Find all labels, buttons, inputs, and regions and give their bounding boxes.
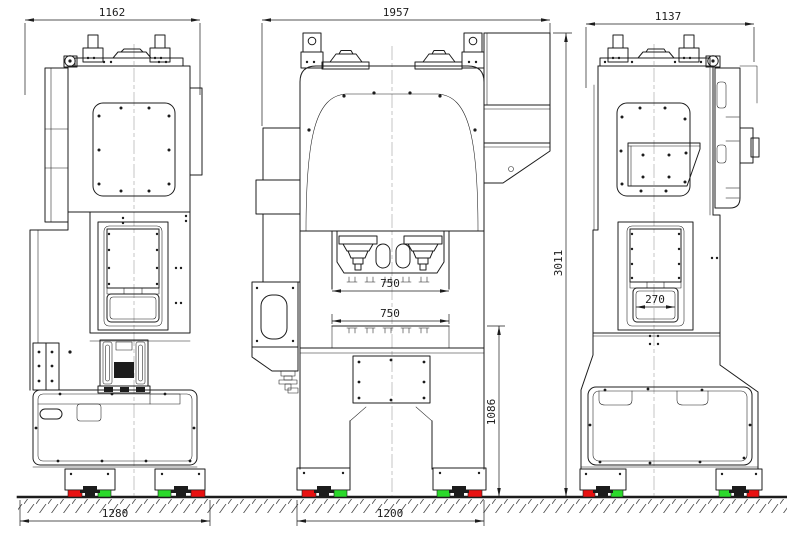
dimension-front-base-width: 1200	[296, 500, 485, 526]
machine-body	[299, 65, 485, 470]
side-mounted-box	[251, 127, 301, 394]
side-door	[714, 65, 760, 209]
lifting-lug	[300, 32, 324, 69]
machine-foot	[715, 468, 763, 498]
lifting-lug	[461, 32, 485, 69]
leveling-pad-red	[467, 489, 483, 498]
bolt-dots	[588, 387, 752, 465]
machine-foot	[579, 468, 627, 498]
bolt-dots	[357, 358, 426, 402]
discharge-chute	[483, 32, 551, 184]
leveling-pad-green	[157, 489, 172, 498]
bolt-dots	[307, 91, 477, 132]
dimension-window-width: 270	[636, 293, 675, 309]
dim-label: 1957	[383, 6, 410, 19]
dimensions: 1162 1957 1137 750 750	[19, 6, 755, 526]
dim-label: 1137	[655, 10, 682, 23]
side-window	[617, 221, 719, 346]
machine-foot	[64, 468, 116, 498]
crown-side-panel	[92, 102, 176, 197]
leveling-pad-red	[67, 489, 83, 498]
machine-body	[580, 65, 759, 470]
side-bracket	[32, 342, 72, 391]
bolster	[331, 325, 450, 349]
bed-panel	[352, 355, 431, 404]
leveling-pad-red	[190, 489, 206, 498]
leveling-pad-red	[582, 489, 596, 498]
base-panel	[32, 389, 198, 466]
left-side-view	[29, 34, 206, 498]
base-panel	[587, 386, 753, 466]
bolt-dots	[34, 392, 196, 463]
bolt-dots	[97, 106, 171, 193]
t-slot-marks	[346, 276, 430, 283]
dim-label: 1200	[377, 507, 404, 520]
crown-side-panel	[616, 102, 691, 197]
lifting-lug	[678, 34, 700, 63]
dimension-slide-width: 750	[332, 277, 449, 293]
dimension-left-base-width: 1280	[19, 500, 211, 526]
leveling-pad-red	[301, 489, 317, 498]
dim-label: 1280	[102, 507, 129, 520]
leveling-pad-green	[718, 489, 732, 498]
lifting-lug	[82, 34, 104, 63]
dimension-right-top-width: 1137	[585, 10, 755, 88]
leveling-pad-green	[610, 489, 624, 498]
dimension-front-top-width: 1957	[261, 6, 551, 126]
machine-foot	[154, 468, 206, 498]
dim-label: 750	[380, 277, 400, 290]
leveling-pad-green	[97, 489, 112, 498]
dimension-bed-height: 1086	[485, 325, 505, 497]
die-cushion	[97, 339, 151, 394]
machine-body	[29, 65, 203, 468]
right-side-view	[579, 34, 763, 498]
machine-foot	[296, 467, 351, 498]
front-view	[251, 32, 551, 498]
bolt-dots	[630, 232, 719, 346]
dim-label: 1086	[485, 399, 498, 426]
crown-top-plate	[599, 48, 711, 67]
bolt-dots	[107, 214, 188, 305]
slide-ram	[336, 230, 445, 283]
eye-bolt	[705, 55, 721, 68]
leveling-pad-green	[333, 489, 348, 498]
leveling-pad-red	[746, 489, 760, 498]
dimension-left-top-width: 1162	[24, 6, 201, 95]
inner-panel	[627, 142, 701, 187]
dimension-overall-height: 3011	[552, 32, 572, 497]
dimension-bolster-width: 750	[331, 307, 450, 324]
bolt-dots	[619, 106, 688, 193]
side-window	[97, 214, 188, 331]
drain-valve	[278, 370, 299, 394]
crown-top-plate	[74, 48, 184, 67]
dim-label: 750	[380, 307, 400, 320]
machine-foot	[432, 467, 487, 498]
dim-label: 270	[645, 293, 665, 306]
dim-label: 3011	[552, 250, 565, 277]
leveling-pad-green	[436, 489, 451, 498]
dim-label: 1162	[99, 6, 126, 19]
t-slot-marks	[346, 327, 430, 334]
